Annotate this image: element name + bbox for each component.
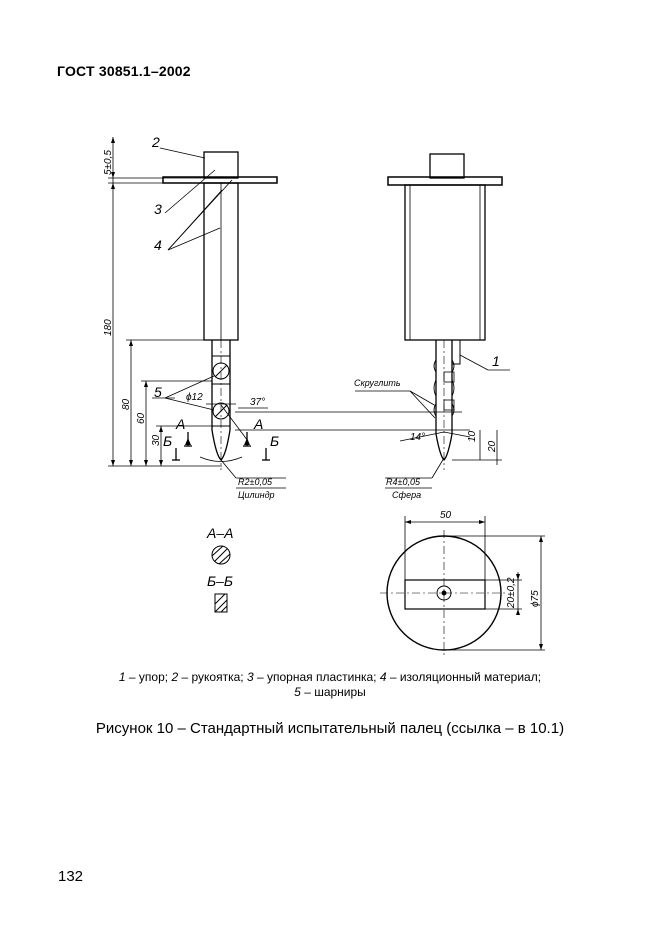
note-round: Скруглить — [354, 378, 401, 388]
dim-phi75: ϕ75 — [530, 590, 541, 607]
section-mark-a-left: А — [175, 416, 185, 432]
callout-4: 4 — [154, 237, 162, 253]
section-label-bb: Б–Б — [207, 573, 233, 589]
dim-20-tol: 20±0,2 — [506, 577, 517, 609]
left-view — [108, 137, 286, 489]
note-r4: R4±0,05 — [386, 477, 421, 487]
note-cylinder: Цилиндр — [238, 490, 275, 500]
document-code: ГОСТ 30851.1–2002 — [57, 63, 191, 79]
bottom-view — [380, 516, 545, 655]
dim-80: 80 — [121, 398, 132, 410]
note-r2: R2±0,05 — [238, 477, 273, 487]
section-label-aa: А–А — [206, 525, 233, 541]
dim-20: 20 — [487, 440, 498, 453]
dim-30: 30 — [151, 434, 162, 446]
dim-14deg: 14° — [410, 432, 425, 443]
dim-37deg: 37° — [250, 397, 265, 408]
dim-60: 60 — [136, 412, 147, 424]
section-mark-b-left: Б — [163, 433, 172, 449]
figure-legend: 1 – упор; 2 – рукоятка; 3 – упорная плас… — [118, 670, 542, 699]
callout-1: 1 — [492, 353, 500, 369]
figure-caption: Рисунок 10 – Стандартный испытательный п… — [95, 720, 565, 737]
section-views — [211, 545, 231, 613]
section-mark-a-right: А — [253, 416, 263, 432]
right-view — [355, 153, 510, 489]
dim-10: 10 — [467, 430, 478, 442]
callout-3: 3 — [154, 201, 162, 217]
dim-50: 50 — [440, 510, 452, 521]
note-sphere: Сфера — [392, 490, 421, 500]
callout-2: 2 — [151, 134, 160, 150]
dim-5: 5±0,5 — [103, 150, 114, 175]
callout-5: 5 — [154, 384, 162, 400]
page-number: 132 — [58, 868, 84, 885]
section-mark-b-right: Б — [270, 433, 279, 449]
dim-phi12: ϕ12 — [186, 392, 203, 403]
dim-180: 180 — [103, 319, 114, 336]
